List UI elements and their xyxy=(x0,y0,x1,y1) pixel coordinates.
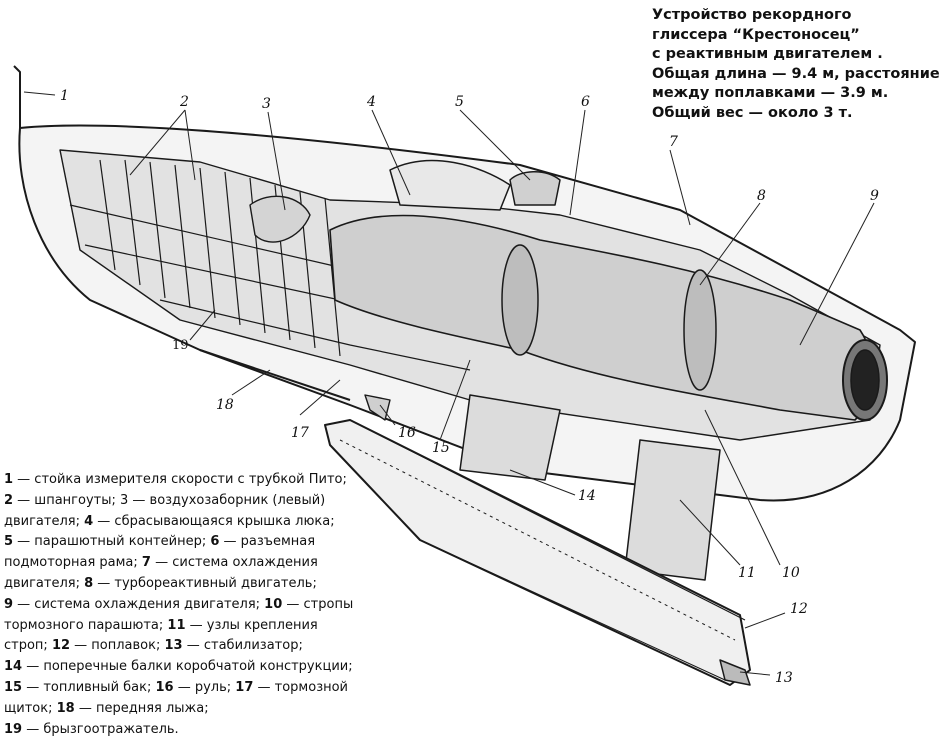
crossbeam-front xyxy=(459,394,561,481)
legend-line: двигателя; 4 — сбрасывающаяся крышка люк… xyxy=(4,512,376,533)
callout-12: 12 xyxy=(790,601,808,617)
callout-7: 7 xyxy=(669,134,678,150)
legend-text: — топливный бак; xyxy=(22,679,156,695)
legend-number: 16 xyxy=(155,679,174,695)
caption-line: Общая длина — 9.4 м, расстояние xyxy=(652,65,940,82)
legend-number: 18 xyxy=(56,700,75,716)
legend-line: двигателя; 8 — турбореактивный двигатель… xyxy=(4,574,376,595)
legend-text: двигателя; xyxy=(4,575,85,591)
figure-caption: Устройство рекордного глиссера “Крестоно… xyxy=(652,6,940,123)
legend-line: 15 — топливный бак; 16 — руль; 17 — торм… xyxy=(4,678,376,699)
callout-5: 5 xyxy=(455,94,464,110)
legend-line: строп; 12 — поплавок; 13 — стабилизатор; xyxy=(4,636,376,657)
legend-text: щиток; xyxy=(4,700,57,716)
legend-text: — стойка измерителя скорости с трубкой П… xyxy=(13,472,347,487)
legend-text: — турбореактивный двигатель; xyxy=(93,575,317,591)
legend-number: 14 xyxy=(4,659,23,675)
legend-number: 10 xyxy=(264,596,283,612)
legend-text: двигателя; xyxy=(4,513,85,529)
legend-number: 11 xyxy=(167,617,186,633)
legend-number: 19 xyxy=(4,721,23,737)
callout-19: 19 xyxy=(172,338,189,353)
legend-line: щиток; 18 — передняя лыжа; xyxy=(4,699,376,720)
legend-line: 1 — стойка измерителя скорости с трубкой… xyxy=(4,470,376,491)
boat-cutaway-drawing: 1 2 3 4 5 6 7 8 9 10 11 12 13 14 15 16 1… xyxy=(13,65,916,686)
legend-number: 7 xyxy=(141,555,151,571)
legend-text: — сбрасывающаяся крышка люка; xyxy=(93,513,335,529)
legend-text: — разъемная xyxy=(219,534,316,550)
legend-line: 14 — поперечные балки коробчатой констру… xyxy=(4,657,376,678)
callout-10: 10 xyxy=(782,565,800,581)
legend-text: — передняя лыжа; xyxy=(74,700,209,716)
callout-4: 4 xyxy=(366,94,376,110)
callout-2: 2 xyxy=(179,94,189,110)
pitot-post xyxy=(13,65,21,128)
legend-number: 8 xyxy=(84,575,94,591)
legend-text: тормозного парашюта; xyxy=(4,617,168,633)
legend-number: 15 xyxy=(4,679,23,695)
callout-16: 16 xyxy=(398,425,416,441)
legend-number: 2 xyxy=(4,492,14,508)
legend-text: — шпангоуты; 3 — воздухозаборник (левый) xyxy=(13,492,326,508)
callout-6: 6 xyxy=(581,94,590,110)
crossbeam-rear xyxy=(624,439,721,581)
parachute-container xyxy=(509,171,561,206)
legend-number: 12 xyxy=(51,638,71,654)
legend-line: тормозного парашюта; 11 — узлы крепления xyxy=(4,616,376,637)
legend-text: — поплавок; xyxy=(70,638,165,654)
legend-text: — стабилизатор; xyxy=(182,638,303,654)
callout-8: 8 xyxy=(757,188,766,204)
callout-3: 3 xyxy=(262,96,271,112)
legend-line: 5 — парашютный контейнер; 6 — разъемная xyxy=(4,532,376,553)
legend-line: 2 — шпангоуты; 3 — воздухозаборник (левы… xyxy=(4,491,376,512)
callout-11: 11 xyxy=(738,565,756,581)
stabilizer xyxy=(719,659,751,686)
legend-text: — брызгоотражатель. xyxy=(22,721,179,737)
cockpit-hatch xyxy=(389,159,511,211)
callout-9: 9 xyxy=(870,188,879,204)
front-ski xyxy=(199,349,351,401)
parts-legend: 1 — стойка измерителя скорости с трубкой… xyxy=(4,470,376,740)
legend-text: подмоторная рама; xyxy=(4,555,142,571)
legend-number: 9 xyxy=(4,596,14,612)
legend-number: 13 xyxy=(164,638,183,654)
caption-line: глиссера “Крестоносец” xyxy=(652,26,860,43)
legend-text: — руль; xyxy=(173,679,236,695)
callout-13: 13 xyxy=(775,670,793,686)
rudder xyxy=(364,394,391,421)
legend-line: 19 — брызгоотражатель. xyxy=(4,720,376,741)
legend-text: — система охлаждения двигателя; xyxy=(13,596,265,612)
caption-line: с реактивным двигателем . xyxy=(652,46,883,62)
legend-text: — система охлаждения xyxy=(150,555,318,571)
legend-number: 5 xyxy=(4,534,14,550)
caption-line: между поплавками — 3.9 м. xyxy=(652,85,889,101)
legend-text: — узлы крепления xyxy=(185,617,318,633)
caption-line: Устройство рекордного xyxy=(652,7,852,23)
legend-line: подмоторная рама; 7 — система охлаждения xyxy=(4,553,376,574)
callout-14: 14 xyxy=(578,488,596,504)
callout-18: 18 xyxy=(216,397,234,413)
legend-text: — поперечные балки коробчатой конструкци… xyxy=(22,659,353,675)
air-intake xyxy=(249,195,311,243)
callout-17: 17 xyxy=(291,425,309,441)
legend-text: — стропы xyxy=(282,596,354,612)
legend-number: 17 xyxy=(235,679,254,695)
legend-text: строп; xyxy=(4,638,52,654)
legend-line: 9 — система охлаждения двигателя; 10 — с… xyxy=(4,595,376,616)
callout-1: 1 xyxy=(60,88,69,104)
callout-15: 15 xyxy=(432,440,450,456)
legend-text: — парашютный контейнер; xyxy=(13,534,211,550)
legend-number: 1 xyxy=(4,472,14,487)
legend-text: — тормозной xyxy=(253,679,349,695)
legend-number: 4 xyxy=(84,513,94,529)
legend-number: 6 xyxy=(210,534,220,550)
caption-line: Общий вес — около 3 т. xyxy=(652,104,853,121)
